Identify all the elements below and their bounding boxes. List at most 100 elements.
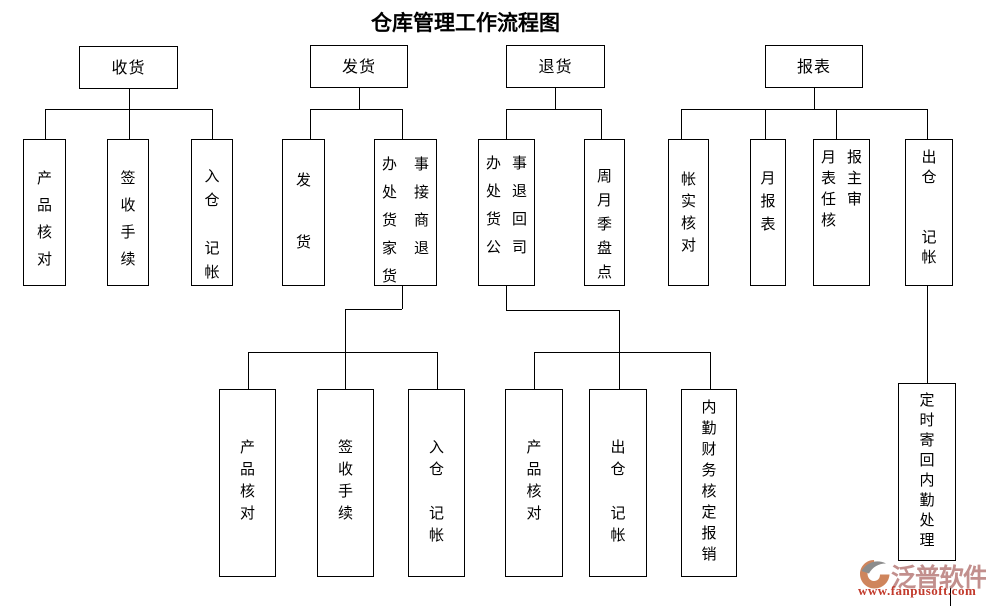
node-text-row: 记 — [921, 227, 937, 246]
connector-line — [359, 88, 360, 109]
node-text-row: 公司 — [479, 233, 534, 261]
node-text-row: 月报 — [814, 147, 869, 168]
node-text-row: 定 — [701, 503, 717, 521]
node-text-row: 记 — [204, 238, 220, 257]
node-text-row — [906, 187, 952, 207]
connector-line — [345, 308, 402, 310]
node-ship-goods: 发货 — [282, 139, 325, 286]
node-sign-off-procedure-1: 签收手续 — [107, 139, 149, 286]
fanpu-logo-icon — [860, 560, 890, 589]
node-text-row — [283, 196, 324, 227]
node-text-row: 内 — [919, 470, 935, 489]
node-text-row: 办事 — [375, 150, 436, 178]
node-text-row: 周 — [596, 166, 612, 185]
connector-line — [601, 109, 602, 140]
node-text-row: 理 — [919, 530, 935, 549]
node-char: 事 — [511, 153, 527, 172]
connector-line — [310, 109, 402, 110]
node-text-row: 处退 — [479, 177, 534, 205]
node-text-row: 品 — [239, 459, 255, 478]
connector-line — [926, 285, 928, 384]
node-returns: 退货 — [506, 45, 605, 88]
node-text-row: 入 — [204, 166, 220, 185]
connector-line — [506, 309, 619, 311]
connector-line — [310, 109, 311, 140]
node-text-row: 实 — [680, 191, 696, 210]
node-office-return-goods-to-company: 办事处退货回公司 — [478, 139, 535, 286]
connector-line — [506, 109, 507, 140]
node-text-row: 手 — [337, 481, 353, 500]
node-text-row: 月 — [760, 169, 776, 187]
connector-line — [836, 109, 837, 140]
connector-line — [436, 351, 438, 390]
node-char: 主 — [846, 169, 862, 187]
node-text-row: 记 — [610, 503, 626, 522]
node-text-row: 签 — [120, 169, 136, 187]
node-monthly-report: 月报表 — [750, 139, 786, 286]
node-char: 处 — [382, 182, 398, 201]
node-char: 接 — [413, 182, 429, 201]
node-text-row: 出 — [921, 147, 937, 166]
node-text-row: 货 — [295, 233, 311, 251]
connector-line — [555, 88, 556, 109]
node-text-row: 务 — [701, 461, 717, 479]
node-text-row: 家退 — [375, 234, 436, 262]
node-text-row: 时 — [919, 410, 935, 429]
connector-line — [949, 586, 951, 606]
node-char: 任 — [821, 190, 837, 208]
node-scheduled-mail-back-internal-processing: 定时寄回内勤处理 — [898, 383, 956, 561]
node-text-row: 产 — [239, 437, 255, 456]
node-text-row: 仓 — [610, 459, 626, 478]
node-warehouse-in-bookkeeping-1: 入仓记帐 — [191, 139, 233, 286]
diagram-title: 仓库管理工作流程图 — [371, 11, 560, 35]
node-text-row: 办事 — [479, 149, 534, 177]
connector-line — [681, 109, 927, 110]
node-internal-finance-approve-reimbursement: 内勤财务核定报销 — [681, 389, 737, 577]
node-text-row: 处 — [919, 510, 935, 529]
node-text-row: 续 — [337, 503, 353, 522]
node-text-row: 对 — [239, 503, 255, 522]
node-text-row: 核 — [239, 481, 255, 500]
node-text-row: 报 — [760, 192, 776, 210]
node-text-row: 帐 — [428, 525, 444, 544]
node-char: 公 — [486, 237, 502, 256]
node-text-row: 对 — [680, 235, 696, 254]
node-text-row: 处接 — [375, 178, 436, 206]
connector-line — [401, 109, 403, 140]
connector-line — [534, 351, 711, 353]
node-text-row: 核 — [526, 481, 542, 500]
node-text-row: 财 — [701, 440, 717, 458]
node-char: 办 — [382, 154, 398, 173]
node-text-row — [409, 480, 464, 502]
node-text-row: 定 — [919, 390, 935, 409]
node-char: 货 — [486, 209, 502, 228]
connector-line — [401, 285, 403, 309]
node-warehouse-in-bookkeeping-2: 入仓记帐 — [408, 389, 465, 577]
connector-line — [45, 109, 46, 140]
node-text-row: 出 — [610, 437, 626, 456]
node-text-row — [192, 212, 232, 236]
connector-line — [345, 308, 346, 390]
node-text-row — [590, 480, 646, 502]
node-char: 表 — [821, 169, 837, 187]
node-char: 月 — [821, 148, 837, 166]
connector-line — [681, 109, 682, 140]
node-char: 货 — [382, 210, 398, 229]
node-text-row: 报 — [701, 524, 717, 542]
node-text-row: 帐 — [921, 247, 937, 266]
connector-line — [506, 109, 602, 110]
node-char: 办 — [486, 153, 502, 172]
node-text-row: 盘 — [596, 238, 612, 257]
node-text-row: 货 — [382, 266, 398, 285]
node-char: 审 — [846, 190, 862, 208]
connector-line — [765, 109, 766, 140]
watermark-brand: 泛普软件 — [891, 563, 986, 592]
node-text-row: 货回 — [479, 205, 534, 233]
node-char: 司 — [511, 237, 527, 256]
node-text-row: 产 — [36, 169, 52, 187]
node-char: 商 — [413, 210, 429, 229]
node-text-row: 勤 — [919, 490, 935, 509]
node-text-row: 品 — [36, 196, 52, 214]
node-account-vs-actual-check: 帐实核对 — [668, 139, 709, 286]
node-text-row: 任审 — [814, 189, 869, 210]
